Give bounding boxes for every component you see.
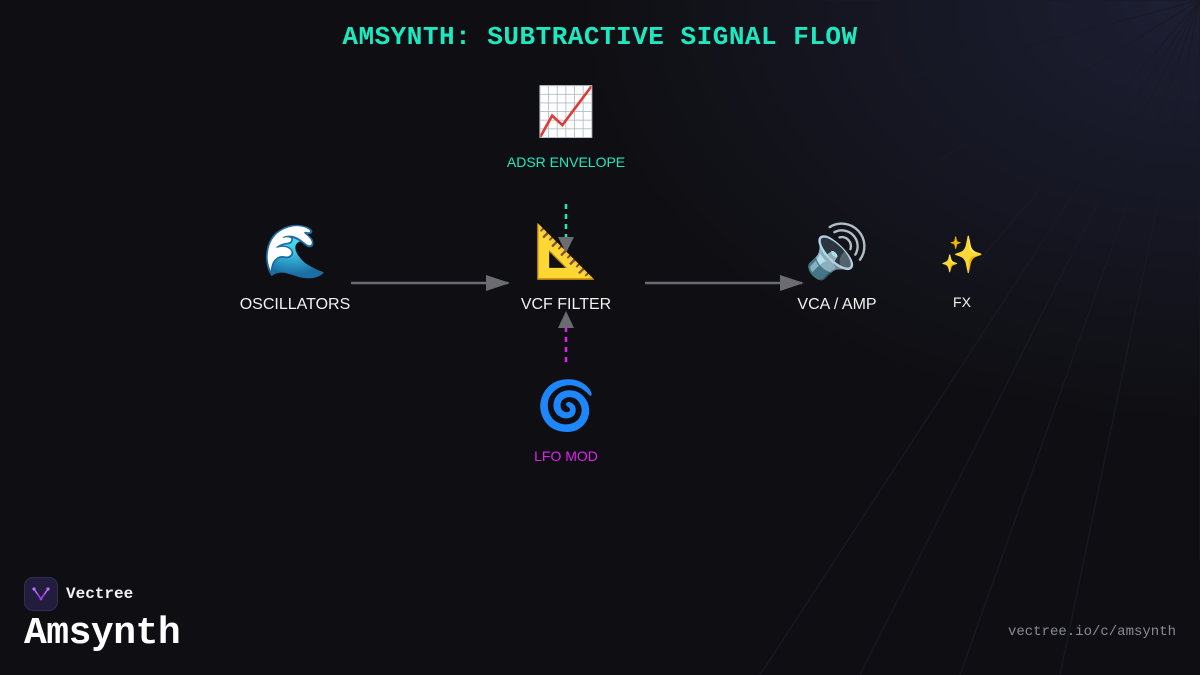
brand: Vectree bbox=[24, 577, 133, 611]
node-label-lfo: LFO MOD bbox=[534, 448, 598, 464]
chart-increasing-icon: 📈 bbox=[536, 84, 596, 140]
node-label-filter: VCF FILTER bbox=[520, 296, 612, 313]
footer-url[interactable]: vectree.io/c/amsynth bbox=[1007, 624, 1176, 640]
cyclone-icon: 🌀 bbox=[536, 378, 596, 434]
brand-name: Vectree bbox=[66, 585, 134, 603]
sparkles-icon: ✨ bbox=[939, 235, 985, 276]
node-label-oscillators: OSCILLATORS bbox=[239, 296, 351, 313]
triangular-ruler-icon: 📐 bbox=[533, 222, 599, 282]
speaker-icon: 🔊 bbox=[804, 222, 870, 282]
node-fx: ✨ FX bbox=[939, 226, 985, 311]
node-vcf-filter: 📐 VCF FILTER bbox=[521, 226, 611, 314]
wave-icon: 🌊 bbox=[262, 222, 328, 282]
node-adsr-envelope: 📈 ADSR ENVELOPE bbox=[507, 88, 625, 170]
vectree-logo-icon bbox=[24, 577, 58, 611]
node-label-amp: VCA / AMP bbox=[797, 296, 877, 313]
node-vca-amp: 🔊 VCA / AMP bbox=[797, 226, 876, 314]
edge-lfo-arrowhead bbox=[558, 311, 574, 328]
diagram-title: AMSYNTH: SUBTRACTIVE SIGNAL FLOW bbox=[342, 22, 858, 52]
tree-logo-glyph bbox=[32, 587, 50, 601]
product-name: Amsynth bbox=[24, 612, 181, 655]
node-lfo-mod: 🌀 LFO MOD bbox=[534, 382, 598, 464]
node-label-envelope: ADSR ENVELOPE bbox=[506, 154, 626, 170]
node-label-fx: FX bbox=[953, 294, 971, 310]
edge-envelope-arrowhead bbox=[558, 237, 574, 253]
node-oscillators: 🌊 OSCILLATORS bbox=[240, 226, 351, 314]
